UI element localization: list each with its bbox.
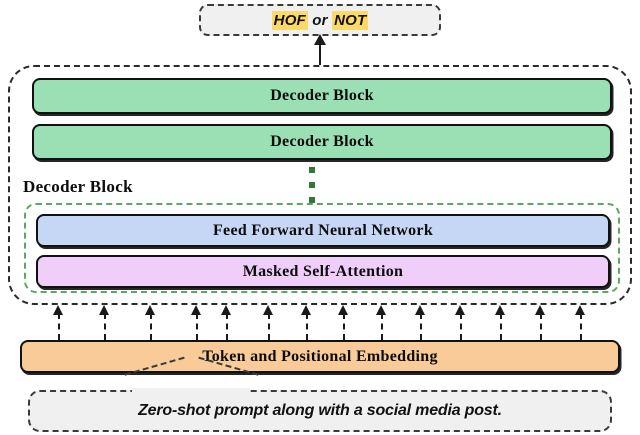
token-arrow-head-icon: [99, 305, 109, 315]
output-highlight: NOT: [332, 10, 369, 30]
token-arrow-head-icon: [263, 305, 273, 315]
decoder-block-1: Decoder Block: [32, 78, 612, 114]
token-arrow-shaft-icon: [306, 313, 308, 340]
decoder-block-2: Decoder Block: [32, 124, 612, 160]
token-arrow-head-icon: [221, 305, 231, 315]
token-arrow-shaft-icon: [268, 313, 270, 340]
prompt-pointer-mask: [132, 388, 250, 395]
token-arrow-group: [0, 305, 640, 340]
token-positional-embedding-block: Token and Positional Embedding: [20, 340, 620, 373]
token-arrow-head-icon: [376, 305, 386, 315]
decoder-block-1-label: Decoder Block: [270, 87, 374, 104]
ellipsis-dot: [309, 197, 315, 203]
token-arrow-head-icon: [53, 305, 63, 315]
token-arrow-shaft-icon: [196, 313, 198, 340]
token-arrow-head-icon: [415, 305, 425, 315]
token-arrow-shaft-icon: [420, 313, 422, 340]
token-arrow-shaft-icon: [104, 313, 106, 340]
prompt-input-bubble: Zero-shot prompt along with a social med…: [28, 390, 612, 432]
token-arrow-head-icon: [191, 305, 201, 315]
token-arrow-head-icon: [301, 305, 311, 315]
token-arrow-shaft-icon: [580, 313, 582, 340]
token-arrow-shaft-icon: [540, 313, 542, 340]
prompt-text-label: Zero-shot prompt along with a social med…: [138, 402, 502, 419]
token-arrow-head-icon: [455, 305, 465, 315]
token-arrow-head-icon: [575, 305, 585, 315]
token-arrow-head-icon: [495, 305, 505, 315]
ellipsis-dot: [309, 182, 315, 188]
token-arrow-shaft-icon: [150, 313, 152, 340]
inner-decoder-block-title: Decoder Block: [23, 177, 133, 196]
output-label: HOF or NOT: [271, 10, 369, 30]
token-arrow-shaft-icon: [381, 313, 383, 340]
token-positional-embedding-label: Token and Positional Embedding: [202, 347, 438, 365]
model-output-box: HOF or NOT: [199, 4, 441, 36]
decoder-stack-container: Decoder Block Decoder Block Decoder Bloc…: [8, 65, 632, 305]
token-arrow-head-icon: [338, 305, 348, 315]
decoder-block-2-label: Decoder Block: [270, 133, 374, 150]
token-arrow-shaft-icon: [58, 313, 60, 340]
feed-forward-neural-network-block: Feed Forward Neural Network: [36, 214, 610, 247]
inner-decoder-block-container: Feed Forward Neural Network Masked Self-…: [24, 203, 620, 293]
output-arrow-line-icon: [319, 36, 321, 66]
token-arrow-shaft-icon: [500, 313, 502, 340]
output-conjunction: or: [307, 11, 333, 29]
vertical-ellipsis-icon: [308, 167, 316, 203]
feed-forward-neural-network-label: Feed Forward Neural Network: [212, 221, 434, 239]
token-arrow-shaft-icon: [343, 313, 345, 340]
token-arrow-head-icon: [145, 305, 155, 315]
token-arrow-shaft-icon: [226, 313, 228, 340]
token-arrow-head-icon: [535, 305, 545, 315]
token-arrow-shaft-icon: [460, 313, 462, 340]
output-highlight: HOF: [271, 10, 308, 30]
masked-self-attention-block: Masked Self-Attention: [36, 255, 610, 288]
ellipsis-dot: [309, 167, 315, 173]
masked-self-attention-label: Masked Self-Attention: [242, 262, 404, 280]
